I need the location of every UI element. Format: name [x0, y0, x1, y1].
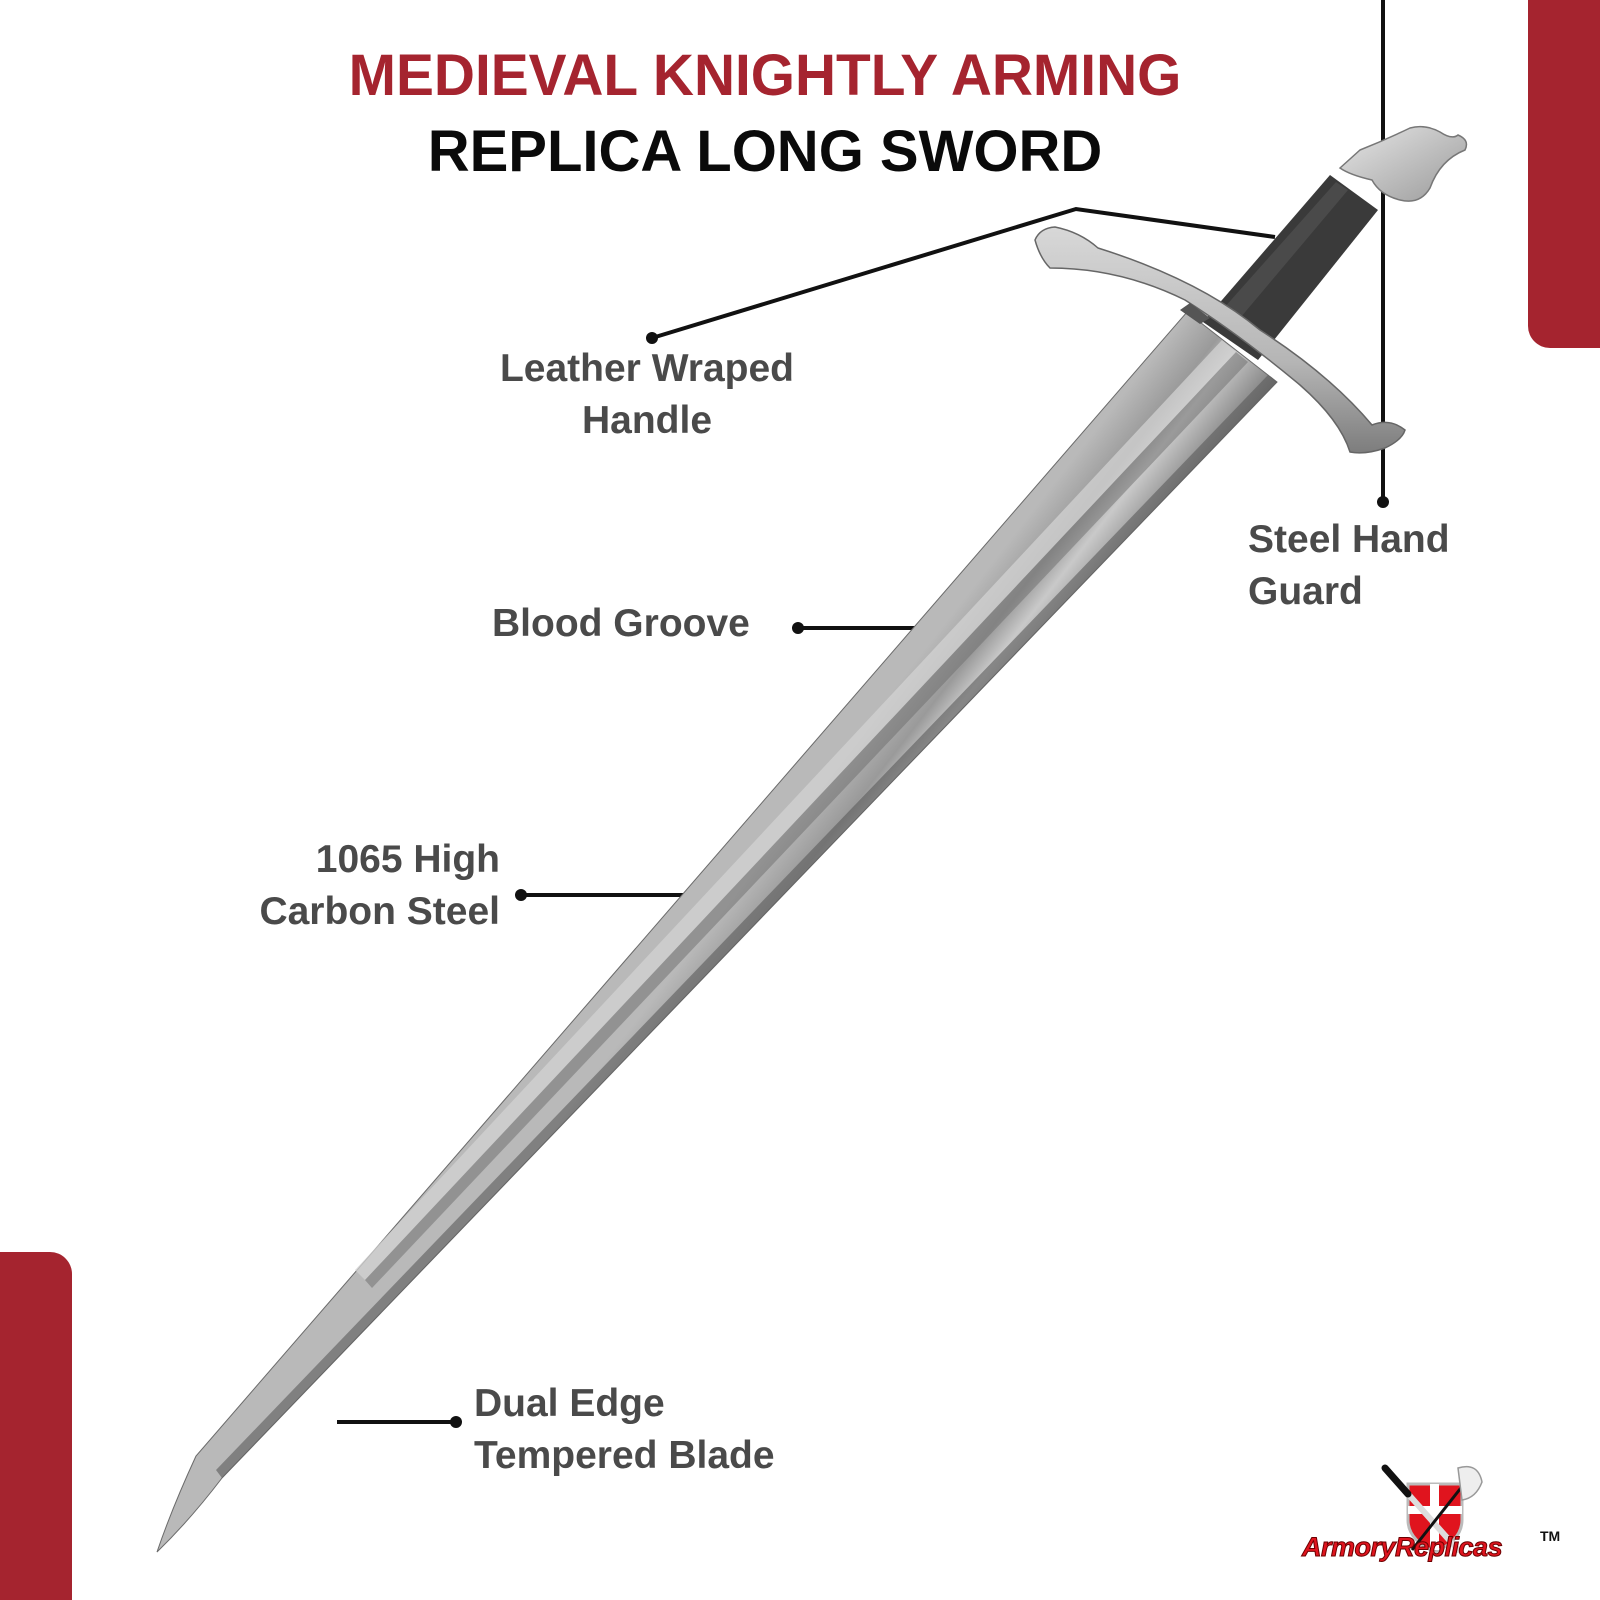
- callout-dot-blade: [450, 1416, 462, 1428]
- callout-dots: [450, 332, 1389, 1428]
- callout-line-handle: [651, 206, 1276, 340]
- grip: [1203, 175, 1378, 360]
- callout-dot-steel: [515, 889, 527, 901]
- label-blood-groove: Blood Groove: [492, 598, 750, 650]
- label-line-2: Guard: [1248, 570, 1363, 613]
- label-line-2: Carbon Steel: [259, 890, 500, 933]
- label-line-2: Handle: [581, 399, 713, 442]
- label-high-carbon-steel: 1065 High Carbon Steel: [230, 834, 500, 938]
- fuller: [355, 340, 1236, 1280]
- crossed-sword-icon: [1381, 1464, 1461, 1553]
- title-line-2: REPLICA LONG SWORD: [427, 119, 1103, 184]
- label-line-1: Blood Groove: [492, 602, 750, 645]
- red-corner-tab-bottom: [0, 1252, 72, 1600]
- title-line-1: MEDIEVAL KNIGHTLY ARMING: [348, 43, 1182, 108]
- label-line-1: Steel Hand: [1248, 518, 1450, 561]
- trademark-symbol: TM: [1540, 1528, 1561, 1544]
- callout-dot-groove: [792, 622, 804, 634]
- logo-wordmark: ArmoryReplicas: [1301, 1532, 1503, 1563]
- label-line-1: 1065 High: [315, 838, 500, 881]
- label-line-2: Tempered Blade: [474, 1434, 775, 1477]
- cross-guard: [1034, 226, 1406, 454]
- armory-replicas-logo: [1381, 1464, 1483, 1554]
- label-steel-hand-guard: Steel Hand Guard: [1248, 514, 1450, 618]
- label-dual-edge-blade: Dual Edge Tempered Blade: [474, 1378, 775, 1482]
- blade: [156, 311, 1278, 1553]
- callout-dot-handle: [646, 332, 658, 344]
- red-corner-tab-top: [1528, 0, 1600, 348]
- axe-icon: [1410, 1465, 1483, 1551]
- label-line-1: Leather Wraped: [499, 347, 795, 390]
- label-leather-handle: Leather Wraped Handle: [482, 343, 812, 447]
- pommel: [1338, 125, 1468, 202]
- label-line-1: Dual Edge: [474, 1382, 665, 1425]
- callout-dot-guard: [1377, 496, 1389, 508]
